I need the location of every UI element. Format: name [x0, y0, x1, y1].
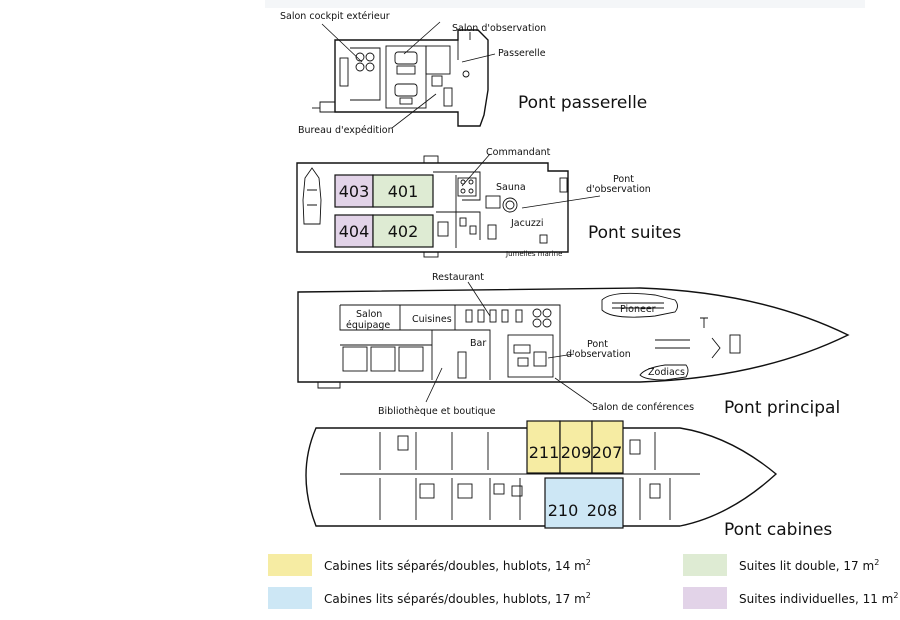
label-restaurant: Restaurant: [432, 272, 484, 283]
legend-swatch-yellow: [268, 554, 312, 576]
deck-title-passerelle: Pont passerelle: [518, 93, 647, 113]
label-zodiacs: Zodiacs: [648, 367, 685, 378]
label-commandant: Commandant: [486, 147, 551, 158]
label-observation-principal: d'observation: [566, 349, 631, 360]
legend-swatch-green: [683, 554, 727, 576]
label-salon: Salon: [356, 309, 382, 320]
label-jumelles-marine: Jumelles marine: [505, 250, 562, 258]
cabin-404: 404: [339, 222, 370, 241]
legend-yellow: Cabines lits séparés/doubles, hublots, 1…: [268, 554, 591, 576]
cabin-402: 402: [388, 222, 419, 241]
label-cuisines: Cuisines: [412, 314, 452, 325]
label-jacuzzi: Jacuzzi: [510, 218, 543, 229]
legend-swatch-purple: [683, 587, 727, 609]
cabin-208: 208: [587, 501, 618, 520]
legend-label: Cabines lits séparés/doubles, hublots, 1…: [324, 557, 591, 573]
label-sauna: Sauna: [496, 182, 526, 193]
label-passerelle: Passerelle: [498, 48, 546, 59]
deck-title-cabines: Pont cabines: [724, 520, 832, 540]
cabin-209: 209: [561, 443, 592, 462]
deck-suites: 403 401 404 402 Commandant Pont d'observ…: [296, 147, 681, 258]
deck-cabines: 211 209 207 210 208 Pont cabines: [305, 420, 832, 540]
label-pont: Pont: [613, 174, 634, 185]
legend-blue: Cabines lits séparés/doubles, hublots, 1…: [268, 587, 591, 609]
label-equipage: équipage: [346, 320, 390, 331]
deck-title-principal: Pont principal: [724, 398, 840, 418]
deck-passerelle: Salon cockpit extérieur Salon d'observat…: [265, 0, 865, 136]
label-pioneer: Pioneer: [620, 304, 656, 315]
label-bar: Bar: [470, 338, 486, 349]
cabin-401: 401: [388, 182, 419, 201]
label-salon-observation: Salon d'observation: [452, 23, 546, 34]
legend-swatch-blue: [268, 587, 312, 609]
label-bureau-expedition: Bureau d'expédition: [298, 125, 394, 136]
legend-label: Suites lit double, 17 m2: [739, 557, 880, 573]
legend-label: Cabines lits séparés/doubles, hublots, 1…: [324, 590, 591, 606]
label-salon-cockpit: Salon cockpit extérieur: [280, 11, 390, 22]
label-observation: d'observation: [586, 184, 651, 195]
deck-principal: Restaurant Salon équipage Cuisines Bar P…: [297, 272, 850, 418]
cabin-403: 403: [339, 182, 370, 201]
legend-purple: Suites individuelles, 11 m2: [683, 587, 898, 609]
label-bibliotheque: Bibliothèque et boutique: [378, 406, 496, 417]
label-pont-principal: Pont: [587, 339, 608, 350]
cabin-211: 211: [529, 443, 560, 462]
cabin-210: 210: [548, 501, 579, 520]
legend-label: Suites individuelles, 11 m2: [739, 590, 899, 606]
label-salon-conferences: Salon de conférences: [592, 402, 694, 413]
deck-title-suites: Pont suites: [588, 223, 681, 243]
legend-green: Suites lit double, 17 m2: [683, 554, 879, 576]
cabin-207: 207: [592, 443, 623, 462]
